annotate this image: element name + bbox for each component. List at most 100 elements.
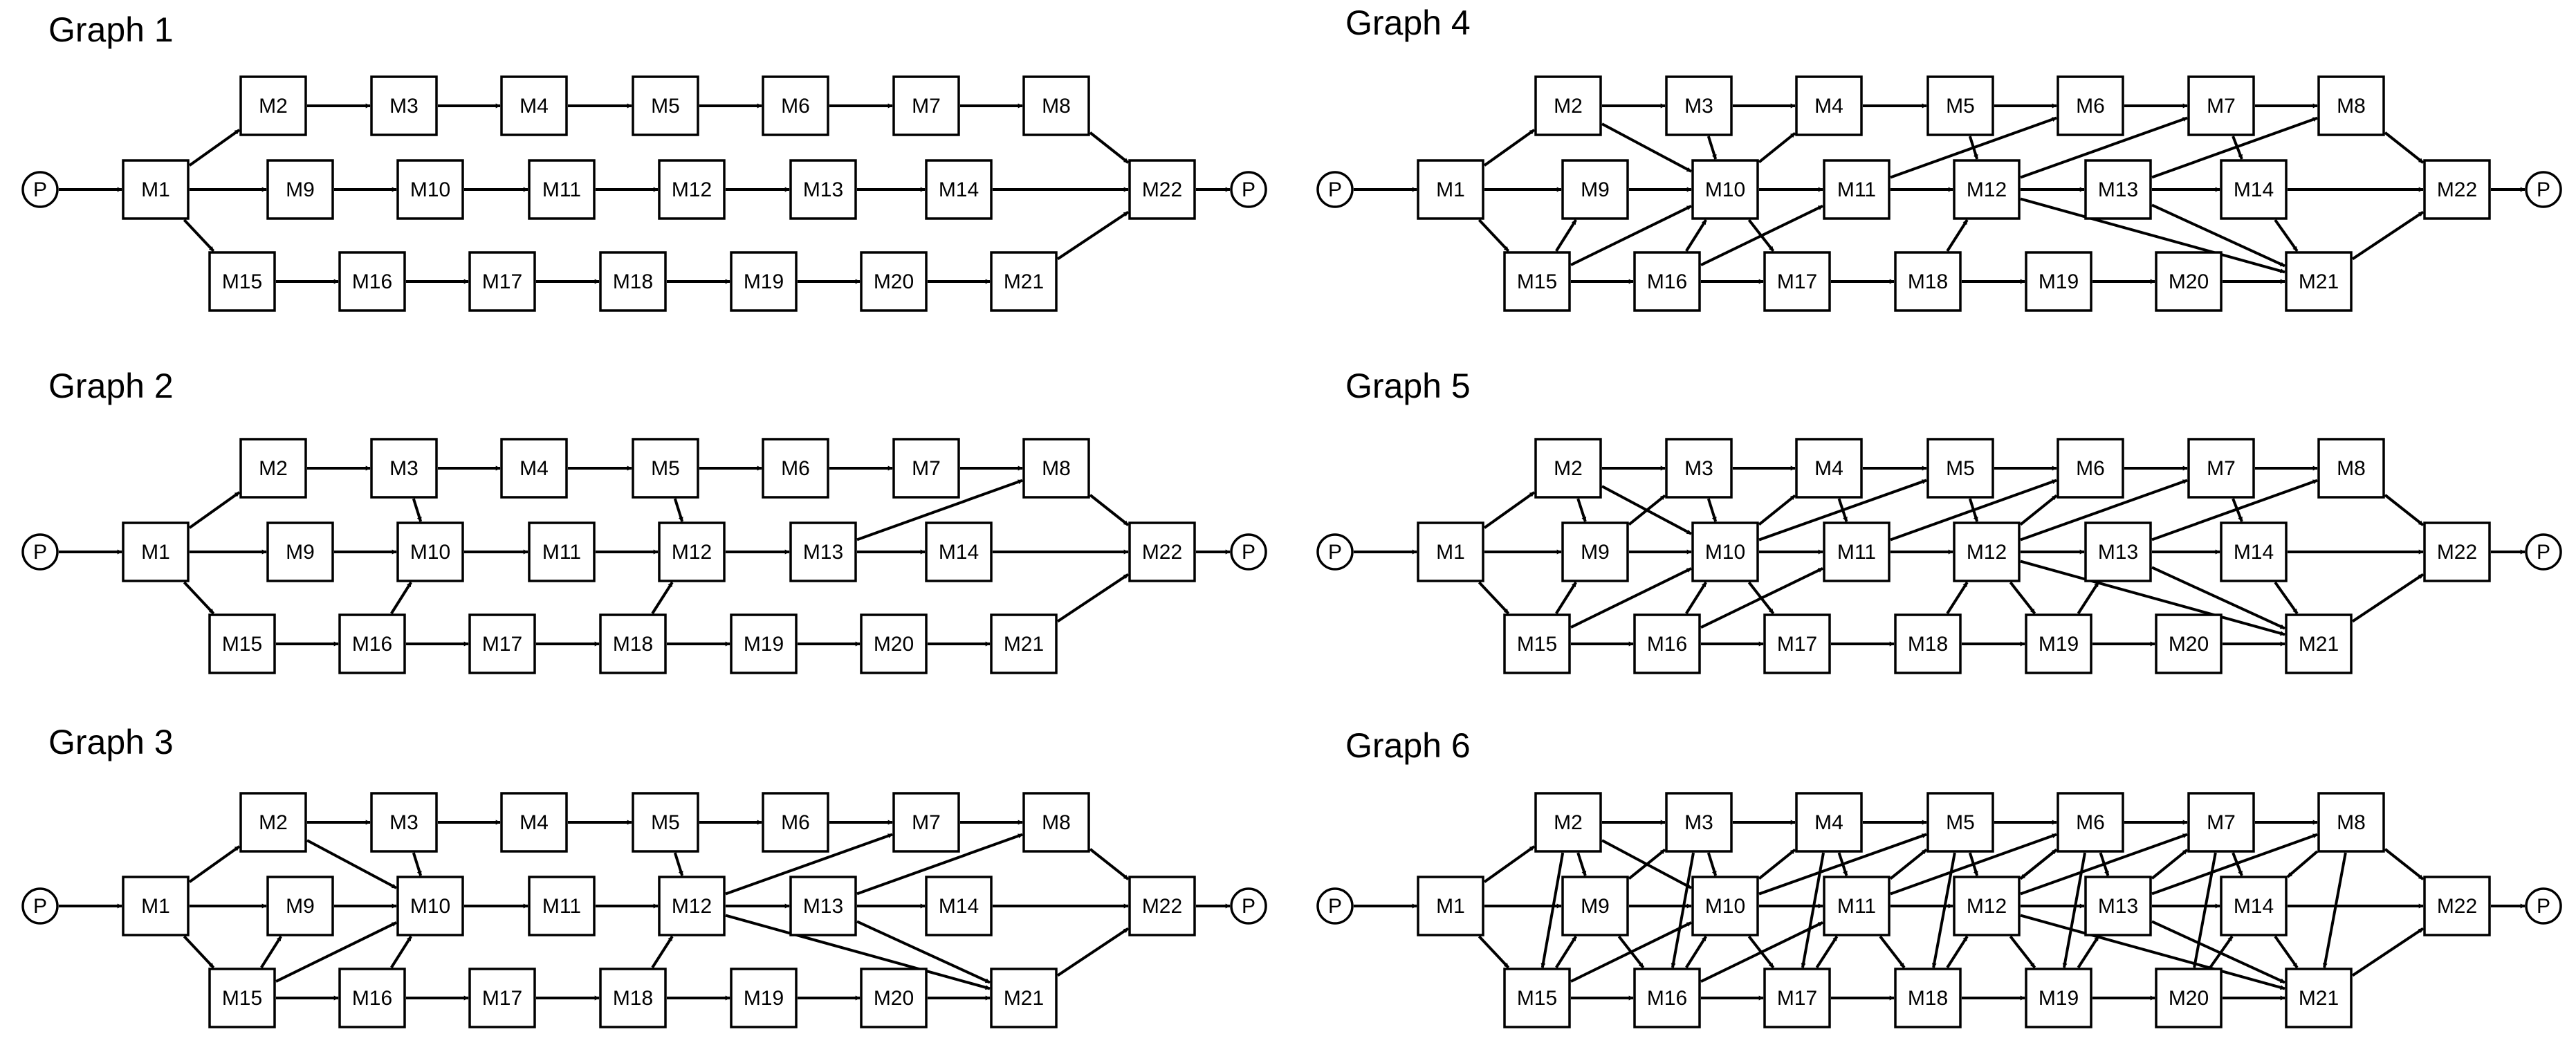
node-m4: M4 <box>500 75 568 136</box>
node-box <box>1561 521 1629 582</box>
node-box <box>239 75 307 136</box>
node-m19: M19 <box>730 251 798 312</box>
node-m22: M22 <box>1128 159 1196 220</box>
edge-m1-to-m15 <box>1478 935 1510 969</box>
node-box <box>892 75 960 136</box>
sink-node-p: P <box>2525 171 2562 208</box>
edge-m19-to-m13 <box>2077 581 2100 615</box>
node-m7: M7 <box>2187 792 2255 853</box>
node-box <box>208 251 276 312</box>
node-label: M11 <box>1837 178 1876 201</box>
node-label: M7 <box>912 811 941 834</box>
node-box <box>2285 613 2353 674</box>
node-label: M8 <box>1042 95 1071 118</box>
edge-m18-to-m12 <box>651 581 674 615</box>
node-m13: M13 <box>2084 521 2152 582</box>
node-circle <box>2525 171 2562 208</box>
edge-m5-to-m12 <box>673 852 684 876</box>
edge-m13-to-m21 <box>2151 920 2285 984</box>
node-box <box>396 159 464 220</box>
node-m2: M2 <box>1534 75 1602 136</box>
node-label: M20 <box>874 270 914 293</box>
node-box <box>1926 438 1994 499</box>
node-label: M19 <box>2039 633 2079 656</box>
node-m20: M20 <box>2155 251 2223 312</box>
node-label: M3 <box>389 95 418 118</box>
edge-m12-to-m21 <box>2020 560 2285 636</box>
node-box <box>1926 75 1994 136</box>
node-m5: M5 <box>1926 438 1994 499</box>
edge-m2-to-m10 <box>306 839 397 889</box>
node-m22: M22 <box>2423 159 2491 220</box>
node-m18: M18 <box>1894 251 1962 312</box>
node-box <box>1534 792 1602 853</box>
node-label: M4 <box>519 457 549 480</box>
node-box <box>1894 613 1962 674</box>
node-box <box>1665 792 1733 853</box>
node-m9: M9 <box>1561 159 1629 220</box>
node-m4: M4 <box>1795 438 1863 499</box>
node-m15: M15 <box>208 251 276 312</box>
node-label: M14 <box>2234 178 2274 201</box>
edge-m13-to-m8 <box>2151 833 2318 896</box>
node-label: M1 <box>141 178 170 201</box>
edge-m16-to-m11 <box>1700 204 1823 267</box>
edge-m13-to-m8 <box>2151 479 2318 542</box>
node-box <box>658 876 726 936</box>
edge-m5-to-m18 <box>1931 852 1956 968</box>
node-box <box>2084 876 2152 936</box>
node-box <box>2025 968 2092 1028</box>
node-m9: M9 <box>1561 521 1629 582</box>
node-box <box>925 159 993 220</box>
node-box <box>860 613 928 674</box>
node-label: M9 <box>286 895 315 918</box>
node-m1: M1 <box>1417 159 1484 220</box>
node-m9: M9 <box>266 159 334 220</box>
node-m22: M22 <box>1128 521 1196 582</box>
node-box <box>730 251 798 312</box>
node-m7: M7 <box>2187 438 2255 499</box>
node-label: M12 <box>672 895 712 918</box>
edge-m5-to-m12 <box>1968 136 1979 160</box>
edge-m5-to-m12 <box>1968 498 1979 522</box>
node-box <box>208 968 276 1028</box>
node-box <box>2187 792 2255 853</box>
node-m21: M21 <box>990 968 1058 1028</box>
node-box <box>632 75 699 136</box>
edge-m12-to-m19 <box>2009 581 2036 615</box>
edge-m15-to-m10 <box>275 921 397 983</box>
node-label: M12 <box>1967 895 2007 918</box>
node-label: M10 <box>410 541 450 564</box>
node-box <box>2057 792 2124 853</box>
node-m13: M13 <box>2084 876 2152 936</box>
node-label: M8 <box>2337 95 2366 118</box>
sink-node-p: P <box>1230 887 1267 925</box>
node-box <box>370 438 438 499</box>
node-m3: M3 <box>1665 75 1733 136</box>
node-label: M16 <box>1647 633 1687 656</box>
sink-node-p: P <box>1230 171 1267 208</box>
node-label: M19 <box>2039 987 2079 1010</box>
edge-m11-to-m18 <box>1879 935 1906 969</box>
node-box <box>500 438 568 499</box>
node-m11: M11 <box>528 876 596 936</box>
node-label: P <box>1328 895 1342 918</box>
node-label: M10 <box>1705 541 1745 564</box>
node-m1: M1 <box>122 159 190 220</box>
edge-m15-to-m10 <box>1570 567 1692 629</box>
edge-m15-to-m9 <box>260 935 282 969</box>
node-m13: M13 <box>789 876 857 936</box>
node-label: M22 <box>2437 178 2477 201</box>
node-m2: M2 <box>239 792 307 853</box>
node-m3: M3 <box>1665 792 1733 853</box>
node-label: M14 <box>2234 541 2274 564</box>
node-label: M14 <box>939 895 979 918</box>
node-label: M15 <box>1517 633 1557 656</box>
node-m7: M7 <box>892 792 960 853</box>
node-m4: M4 <box>1795 75 1863 136</box>
node-m6: M6 <box>762 792 829 853</box>
node-box <box>2220 159 2288 220</box>
